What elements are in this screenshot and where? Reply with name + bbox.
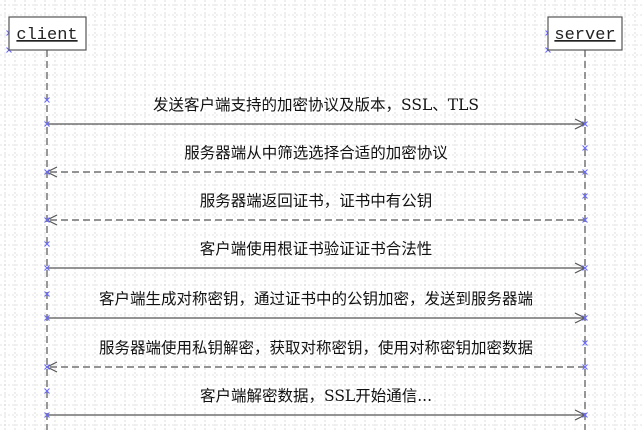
message-3[interactable]: 服务器端返回证书，证书中有公钥 bbox=[44, 192, 588, 226]
server-box[interactable] bbox=[547, 16, 623, 51]
handle-icon[interactable] bbox=[44, 388, 50, 394]
handle-icon[interactable] bbox=[44, 265, 50, 271]
participant-client[interactable]: client bbox=[8, 16, 87, 430]
handle-icon[interactable] bbox=[582, 169, 588, 175]
handle-icon[interactable] bbox=[582, 265, 588, 271]
message-label: 客户端生成对称密钥，通过证书中的公钥加密，发送到服务器端 bbox=[99, 290, 533, 308]
handle-icon[interactable] bbox=[44, 241, 50, 247]
handle-icon[interactable] bbox=[582, 193, 588, 199]
handle-icon[interactable] bbox=[582, 315, 588, 321]
message-1[interactable]: 发送客户端支持的加密协议及版本，SSL、TLS bbox=[44, 96, 588, 130]
messages: 发送客户端支持的加密协议及版本，SSL、TLS 服务器端从中筛选选择合适的加密协议… bbox=[44, 96, 588, 421]
server-label: server bbox=[554, 26, 615, 45]
message-label: 客户端解密数据，SSL开始通信... bbox=[200, 387, 432, 405]
handle-icon[interactable] bbox=[582, 340, 588, 346]
message-7[interactable]: 客户端解密数据，SSL开始通信... bbox=[44, 387, 588, 421]
client-box[interactable] bbox=[8, 16, 87, 51]
handle-icon[interactable] bbox=[582, 145, 588, 151]
handle-icon[interactable] bbox=[44, 412, 50, 418]
handle-icon[interactable] bbox=[44, 291, 50, 297]
handle-icon[interactable] bbox=[582, 412, 588, 418]
message-2[interactable]: 服务器端从中筛选选择合适的加密协议 bbox=[44, 144, 588, 178]
message-5[interactable]: 客户端生成对称密钥，通过证书中的公钥加密，发送到服务器端 bbox=[44, 290, 588, 324]
message-label: 客户端使用根证书验证证书合法性 bbox=[200, 240, 433, 258]
handle-icon[interactable] bbox=[44, 315, 50, 321]
message-label: 发送客户端支持的加密协议及版本，SSL、TLS bbox=[153, 96, 479, 114]
handle-icon[interactable] bbox=[44, 217, 50, 223]
handle-icon[interactable] bbox=[44, 364, 50, 370]
handle-icon[interactable] bbox=[582, 121, 588, 127]
client-label: client bbox=[16, 26, 77, 45]
participant-server[interactable]: server bbox=[547, 16, 623, 430]
handle-icon[interactable] bbox=[582, 364, 588, 370]
message-6[interactable]: 服务器端使用私钥解密，获取对称密钥，使用对称密钥加密数据 bbox=[44, 339, 588, 373]
message-4[interactable]: 客户端使用根证书验证证书合法性 bbox=[44, 240, 588, 274]
handle-icon[interactable] bbox=[582, 217, 588, 223]
message-label: 服务器端从中筛选选择合适的加密协议 bbox=[184, 144, 448, 162]
message-label: 服务器端返回证书，证书中有公钥 bbox=[200, 192, 433, 210]
message-label: 服务器端使用私钥解密，获取对称密钥，使用对称密钥加密数据 bbox=[99, 339, 533, 357]
handle-icon[interactable] bbox=[44, 97, 50, 103]
handle-icon[interactable] bbox=[44, 169, 50, 175]
handle-icon[interactable] bbox=[44, 121, 50, 127]
